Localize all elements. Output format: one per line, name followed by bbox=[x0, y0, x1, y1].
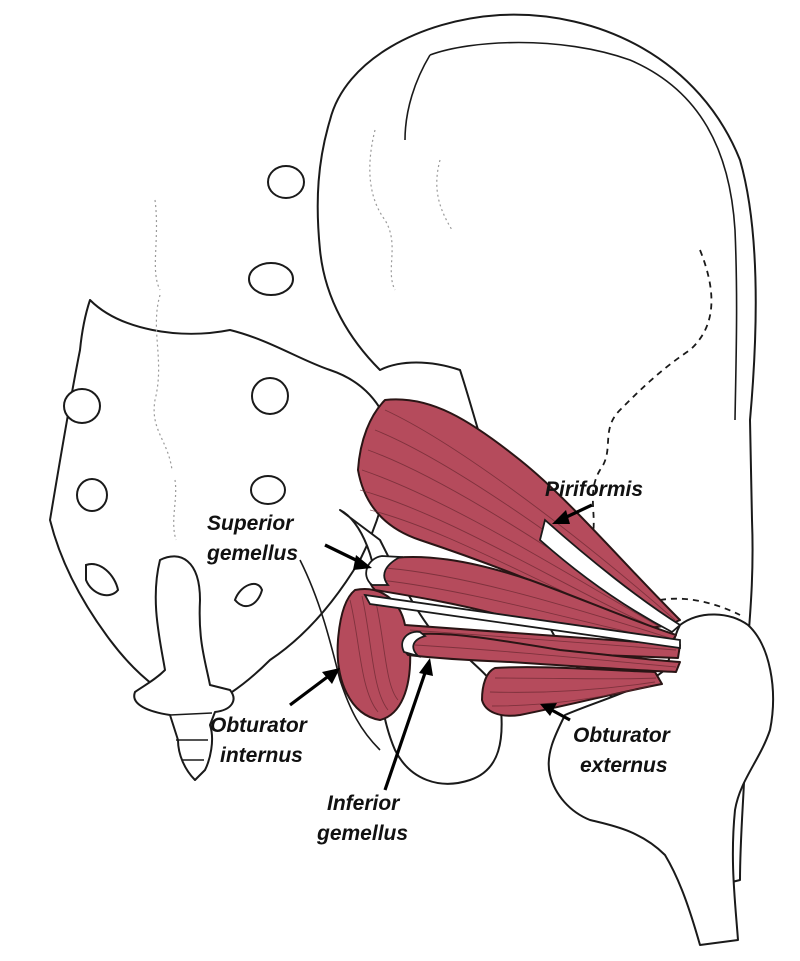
coccyx-segments bbox=[169, 712, 213, 761]
inferior-gemellus-fiber bbox=[414, 644, 677, 668]
piriformis-tendon bbox=[538, 518, 682, 634]
sacral-foramen bbox=[251, 377, 289, 415]
acetabulum-dashed-outline bbox=[589, 249, 741, 616]
sacral-foramen bbox=[85, 563, 120, 597]
label-superior-gemellus-line2: gemellus bbox=[206, 542, 298, 565]
inferior-gemellus-tendon bbox=[401, 630, 427, 658]
sacral-foramen bbox=[76, 478, 108, 512]
obturator-rim bbox=[299, 559, 381, 751]
sacroiliac-joint-marks bbox=[369, 129, 453, 291]
inferior-gemellus-muscle bbox=[403, 632, 681, 673]
label-obturator-externus-line1: Obturator bbox=[573, 724, 672, 747]
sacral-midline-crest bbox=[153, 199, 177, 541]
label-obturator-internus-line1: Obturator bbox=[210, 714, 309, 737]
label-piriformis: Piriformis bbox=[545, 478, 643, 501]
obturator-internus-tendon bbox=[363, 593, 681, 650]
sacral-foramen bbox=[250, 475, 286, 505]
label-obturator-externus-line2: externus bbox=[580, 754, 668, 777]
label-obturator-internus-line2: internus bbox=[220, 744, 303, 767]
sacral-foramen bbox=[233, 582, 264, 608]
label-inferior-gemellus-line2: gemellus bbox=[316, 822, 408, 845]
obturator-externus-fibers bbox=[489, 677, 657, 707]
sacral-foramen bbox=[248, 262, 294, 296]
sacral-foramen bbox=[267, 165, 305, 199]
superior-gemellus-tendon bbox=[365, 555, 404, 586]
label-inferior-gemellus-line1: Inferior bbox=[327, 792, 401, 815]
sacrum bbox=[49, 299, 392, 711]
femur-greater-trochanter bbox=[547, 613, 775, 946]
iliac-crest-rim bbox=[404, 41, 738, 421]
sacral-foramen bbox=[63, 388, 101, 424]
coccyx bbox=[133, 555, 235, 781]
label-superior-gemellus-line1: Superior bbox=[207, 512, 295, 535]
obturator-internus-fibers bbox=[349, 595, 677, 713]
label-arrows bbox=[289, 503, 593, 791]
